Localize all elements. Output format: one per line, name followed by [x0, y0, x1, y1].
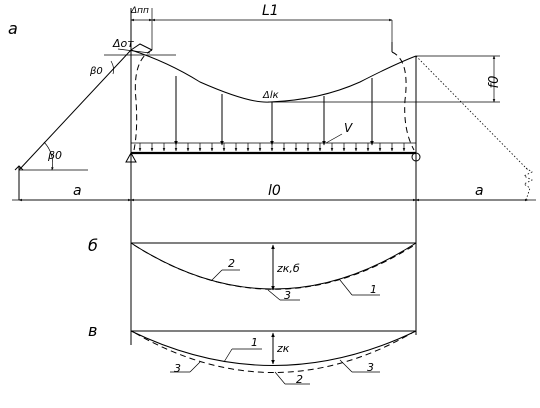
- left-anchor-head: [14, 165, 24, 171]
- l1-label: L1: [262, 3, 279, 19]
- z-k-label: zк: [276, 342, 290, 355]
- v-leader-2: [274, 371, 286, 385]
- beta0-top-arc: [110, 60, 115, 75]
- dim-l0-label: l0: [268, 183, 281, 199]
- b-leader-3: [267, 289, 281, 301]
- load-v-label: V: [344, 121, 353, 135]
- v-curve-3-left-label: 3: [174, 362, 181, 375]
- section-v: в zк 1 3 2 3: [88, 321, 417, 386]
- v-curve-2-label: 2: [296, 373, 303, 386]
- right-anchor-zigzag: [523, 167, 533, 201]
- beta0-top-label: β0: [89, 66, 103, 77]
- v-curve-2: [134, 332, 413, 373]
- hangers: [174, 76, 374, 146]
- v-leader-3-right: [339, 359, 353, 373]
- right-roller-support: [411, 152, 421, 162]
- left-guy-rope: [18, 49, 132, 171]
- delta-lk-label: Δlк: [262, 90, 279, 101]
- beta0-left-arc: [43, 141, 54, 171]
- right-guy-rope: [415, 55, 529, 171]
- left-tip: [130, 43, 153, 51]
- b-curve-2: [133, 244, 414, 290]
- main-cable-curve: [130, 49, 417, 103]
- section-v-label: в: [88, 321, 97, 340]
- dim-a-right-label: a: [475, 183, 484, 199]
- section-a: а Δпп L1 Δот β0 β0 f0: [8, 3, 536, 345]
- v-curve-1: [130, 330, 417, 366]
- z-kb-label: zк,б: [276, 262, 300, 275]
- load-v-leader: [325, 133, 343, 144]
- left-hinge-support: [125, 151, 137, 163]
- b-curve-3-label: 3: [284, 289, 291, 302]
- f0-label: f0: [487, 76, 502, 89]
- b-leader-2: [211, 269, 223, 281]
- delta-pp-label: Δпп: [130, 6, 149, 16]
- load-arrows: [138, 143, 406, 152]
- right-deformed-dashed: [391, 51, 415, 151]
- b-curve-2-label: 2: [228, 257, 235, 270]
- left-deformed-dashed: [133, 49, 153, 151]
- dim-a-left-label: a: [73, 183, 82, 199]
- v-leader-1: [223, 348, 233, 363]
- section-b-label: б: [88, 236, 98, 255]
- b-leader-1: [339, 279, 353, 296]
- section-a-label: а: [8, 19, 18, 38]
- v-curve-3-right-label: 3: [367, 361, 374, 374]
- beta0-left-label: β0: [47, 149, 62, 162]
- v-leader-3-left: [189, 361, 201, 373]
- b-curve-1-label: 1: [370, 283, 377, 296]
- delta-ot-label: Δот: [112, 37, 134, 50]
- v-curve-1-label: 1: [251, 336, 258, 349]
- section-b: б zк,б 2 3 1: [88, 236, 417, 302]
